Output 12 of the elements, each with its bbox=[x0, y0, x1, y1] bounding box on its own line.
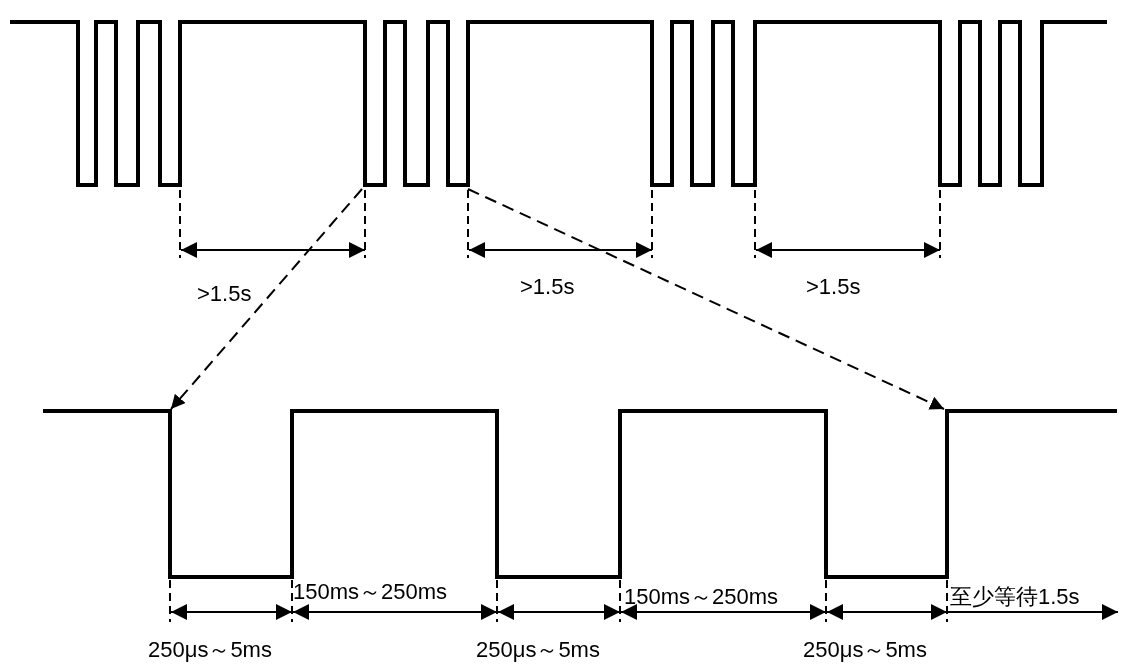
timing-label: >1.5s bbox=[197, 282, 252, 306]
timing-label: >1.5s bbox=[520, 275, 575, 299]
dashed-arrow bbox=[170, 188, 363, 410]
timing-label: 250μs～5ms bbox=[803, 638, 927, 662]
timing-label: 150ms～250ms bbox=[624, 585, 779, 609]
waveform-drawing bbox=[10, 19, 1107, 189]
waveform-drawing bbox=[43, 408, 1117, 580]
timing-label: 250μs～5ms bbox=[148, 638, 272, 662]
timing-label: 250μs～5ms bbox=[476, 638, 600, 662]
timing-label: >1.5s bbox=[806, 275, 861, 299]
dashed-arrow bbox=[467, 188, 945, 410]
timing-label: 150ms～250ms bbox=[293, 580, 448, 604]
